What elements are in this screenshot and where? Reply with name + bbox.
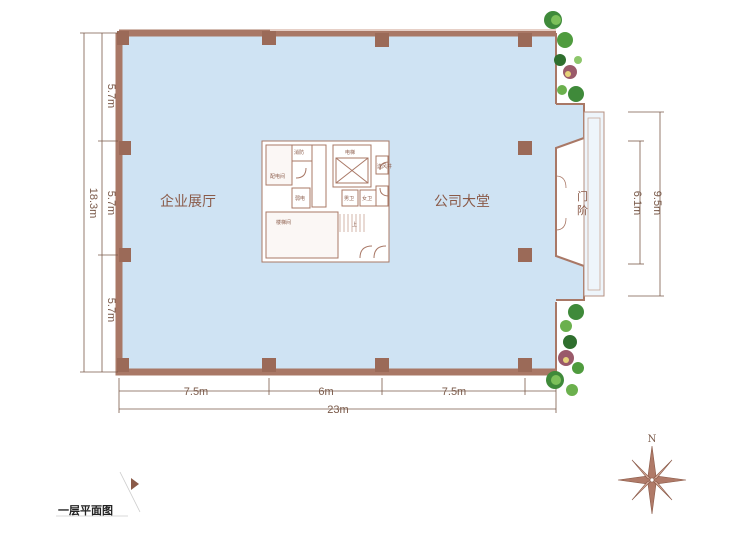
landscaping-upper <box>544 11 584 102</box>
title-arrow-icon <box>131 478 139 490</box>
entrance-label-2: 阶 <box>577 203 588 217</box>
dim-bay-v3: 5.7m <box>105 298 117 322</box>
dim-total-v: 18.3m <box>87 188 99 219</box>
dim-bay-v2: 5.7m <box>105 191 117 215</box>
vertical-dimension <box>80 32 118 373</box>
core-label-fire-2: 配电间 <box>270 173 285 180</box>
column <box>262 31 276 45</box>
title-divider <box>119 471 141 513</box>
dim-bay-h1: 7.5m <box>184 386 208 398</box>
column <box>518 141 532 155</box>
core-label-wc-b: 女卫 <box>362 195 372 202</box>
landscaping-lower <box>546 304 584 396</box>
core-label-shaft-2: 送风井 <box>377 163 392 170</box>
dim-bay-v1: 5.7m <box>105 84 117 108</box>
column <box>119 248 131 262</box>
dim-entry-outer: 9.5m <box>651 191 663 215</box>
column <box>117 31 129 45</box>
column <box>518 33 532 47</box>
floor-title: 一层平面图 <box>58 504 113 517</box>
room-label-exhibition-hall: 企业展厅 <box>160 193 216 210</box>
horizontal-dimension <box>118 378 557 413</box>
core-label-wc-a: 男卫 <box>344 196 354 202</box>
compass-icon <box>617 445 687 515</box>
entrance-bay: 门 阶 <box>555 103 605 301</box>
entrance-label-1: 门 <box>577 189 588 203</box>
core-label-shaft: 电梯 <box>345 149 355 156</box>
compass-north-label: N <box>648 434 657 445</box>
dim-bay-h2: 6m <box>318 386 333 398</box>
dim-bay-h3: 7.5m <box>442 386 466 398</box>
column <box>262 358 276 372</box>
core-label-stair: 楼梯间 <box>276 219 291 226</box>
column <box>375 358 389 372</box>
core-label-fire: 消防 <box>294 149 304 156</box>
column <box>518 248 532 262</box>
dim-entry-inner: 6.1m <box>631 191 643 215</box>
room-label-lobby: 公司大堂 <box>434 194 490 210</box>
dim-total-h: 23m <box>327 404 348 416</box>
column <box>117 358 129 372</box>
column <box>119 141 131 155</box>
column <box>518 358 532 372</box>
core-label-up: 上 <box>352 221 357 228</box>
entrance-dimension <box>628 111 664 297</box>
core-label-electric: 弱电 <box>295 195 305 202</box>
column <box>375 33 389 47</box>
service-core <box>261 140 390 263</box>
core-labels: 消防 配电间 电梯 送风井 弱电 男卫 女卫 楼梯间 上 <box>270 149 392 228</box>
